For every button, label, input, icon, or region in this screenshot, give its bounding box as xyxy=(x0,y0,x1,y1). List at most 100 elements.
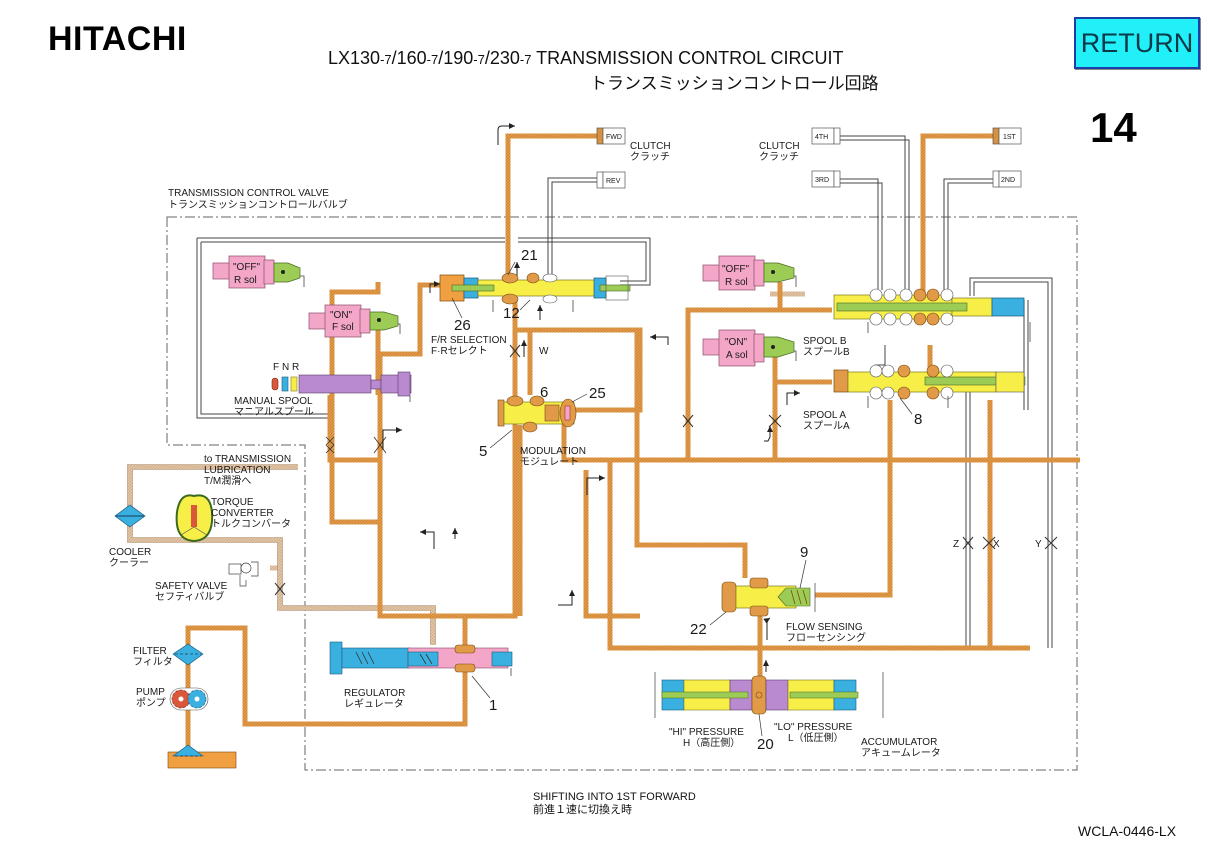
clutch-3rd: 3RD xyxy=(811,170,841,188)
solenoid-state: "ON" xyxy=(725,337,748,348)
cooler-label-jp: クーラー xyxy=(109,557,149,569)
orifice-label-z: Z xyxy=(953,539,959,550)
pump-icon xyxy=(169,687,209,711)
solenoid-state: "ON" xyxy=(330,310,353,321)
manual-spool-label: MANUAL SPOOL xyxy=(234,396,313,407)
document-code: WCLA-0446-LX xyxy=(1078,823,1177,839)
title-part: /190 xyxy=(438,48,474,68)
clutch-box-label: 4TH xyxy=(815,134,828,141)
accumulator-label-jp: アキュームレータ xyxy=(861,747,941,759)
part-number-8: 8 xyxy=(914,411,922,428)
spool-b-label-jp: スプールB xyxy=(803,346,850,358)
caption-line-jp: 前進１速に切換え時 xyxy=(533,804,632,816)
orifice-label-y: Y xyxy=(1035,539,1042,550)
fr-selection-spool xyxy=(439,272,631,312)
page-title-japanese: トランスミッションコントロール回路 xyxy=(590,74,879,93)
hitachi-logo: HITACHI xyxy=(48,20,187,58)
pressure-lines xyxy=(185,133,1080,760)
part-number-1: 1 xyxy=(489,697,497,714)
lubrication-label-2: LUBRICATION xyxy=(204,465,271,476)
cooler-label: COOLER xyxy=(109,547,151,558)
title-part: LX130 xyxy=(328,48,381,68)
lo-pressure-label: "LO" PRESSURE xyxy=(774,722,853,733)
clutch-label-right: CLUTCH xyxy=(759,141,800,152)
clutch-label-right-jp: クラッチ xyxy=(759,151,799,163)
torque-converter-icon xyxy=(175,494,214,543)
part-number-5: 5 xyxy=(479,443,487,460)
part-number-25: 25 xyxy=(589,385,606,402)
manual-spool-position-f: F xyxy=(273,362,279,373)
diagram-caption: SHIFTING INTO 1ST FORWARD 前進１速に切換え時 xyxy=(533,791,696,817)
torque-converter-label-2: CONVERTER xyxy=(211,508,274,519)
title-part: /160 xyxy=(391,48,427,68)
modulation-label-jp: モジュレート xyxy=(520,457,579,468)
part-number-12: 12 xyxy=(503,305,520,322)
manual-spool: F N R MANUAL SPOOL マニアルスプール xyxy=(234,362,412,418)
clutch-2nd: 2ND xyxy=(992,170,1022,188)
manual-spool-position-n: N xyxy=(282,362,289,373)
pump-label-jp: ポンプ xyxy=(136,697,166,709)
solenoid-a: "ON" A sol xyxy=(702,329,797,367)
lubrication-label-jp: T/M潤滑へ xyxy=(204,475,251,487)
solenoid-state: "OFF" xyxy=(233,262,261,273)
clutch-rev: REV xyxy=(596,171,626,189)
part-number-9: 9 xyxy=(800,544,808,561)
spool-b-label: SPOOL B xyxy=(803,336,847,347)
valve-block-label-jp: トランスミッションコントロールバルブ xyxy=(168,198,348,211)
flow-sensing-valve xyxy=(721,577,816,617)
clutch-label-left-jp: クラッチ xyxy=(630,151,670,163)
return-button[interactable]: RETURN xyxy=(1074,17,1200,69)
leader-lines xyxy=(489,393,588,449)
leader-lines xyxy=(709,559,807,626)
oil-tank-icon xyxy=(167,744,237,769)
modulation-label: MODULATION xyxy=(520,446,586,457)
orifice-label-w: W xyxy=(539,346,549,357)
spool-b xyxy=(833,288,1031,342)
solenoid-name: F sol xyxy=(332,322,354,333)
filter-label: FILTER xyxy=(133,646,167,657)
accumulator xyxy=(654,672,884,718)
safety-valve-icon xyxy=(228,561,259,587)
part-number-6: 6 xyxy=(540,384,548,401)
lubrication-outline xyxy=(127,464,436,645)
flow-sensing-label: FLOW SENSING xyxy=(786,622,863,633)
regulator-label-jp: レギュレータ xyxy=(344,698,404,710)
title-part: -7 xyxy=(380,52,392,67)
cooler-icon xyxy=(114,504,146,528)
hi-pressure-label-jp: H（高圧側） xyxy=(683,736,740,749)
spool-a xyxy=(833,364,1026,408)
clutch-box-label: FWD xyxy=(606,134,622,141)
clutch-box-label: REV xyxy=(606,178,621,185)
solenoid-r-right: "OFF" R sol xyxy=(702,255,797,291)
filter-label-jp: フィルタ xyxy=(133,656,173,668)
fr-selection-label: F/R SELECTION xyxy=(431,335,507,346)
filter-icon xyxy=(172,643,204,666)
part-number-22: 22 xyxy=(690,621,707,638)
safety-valve-label-jp: セフティバルブ xyxy=(155,590,224,603)
valve-block-label: TRANSMISSION CONTROL VALVE xyxy=(168,188,329,199)
fr-selection-label-jp: F·Rセレクト xyxy=(431,345,488,357)
hi-pressure-label: "HI" PRESSURE xyxy=(669,727,744,738)
torque-converter-label: TORQUE xyxy=(211,497,254,508)
part-number-20: 20 xyxy=(757,736,774,753)
title-part: TRANSMISSION CONTROL CIRCUIT xyxy=(531,48,844,68)
caption-line: SHIFTING INTO 1ST FORWARD xyxy=(533,791,696,803)
clutch-box-label: 3RD xyxy=(815,177,829,184)
title-part: -7 xyxy=(473,52,485,67)
clutch-label-left: CLUTCH xyxy=(630,141,671,152)
modulation-valve xyxy=(497,395,577,433)
accumulator-label: ACCUMULATOR xyxy=(861,737,937,748)
solenoid-name: R sol xyxy=(234,275,257,286)
safety-valve-label: SAFETY VALVE xyxy=(155,581,228,592)
part-number-21: 21 xyxy=(521,247,538,264)
spool-a-label: SPOOL A xyxy=(803,410,846,421)
solenoid-name: R sol xyxy=(725,277,748,288)
drain-lines xyxy=(196,135,1053,648)
solenoid-name: A sol xyxy=(726,350,748,361)
leader-lines xyxy=(899,397,913,415)
pump-label: PUMP xyxy=(136,687,165,698)
title-part: /230 xyxy=(484,48,520,68)
solenoid-f: "ON" F sol xyxy=(308,304,401,338)
flow-sensing-label-jp: フローセンシング xyxy=(786,631,866,644)
